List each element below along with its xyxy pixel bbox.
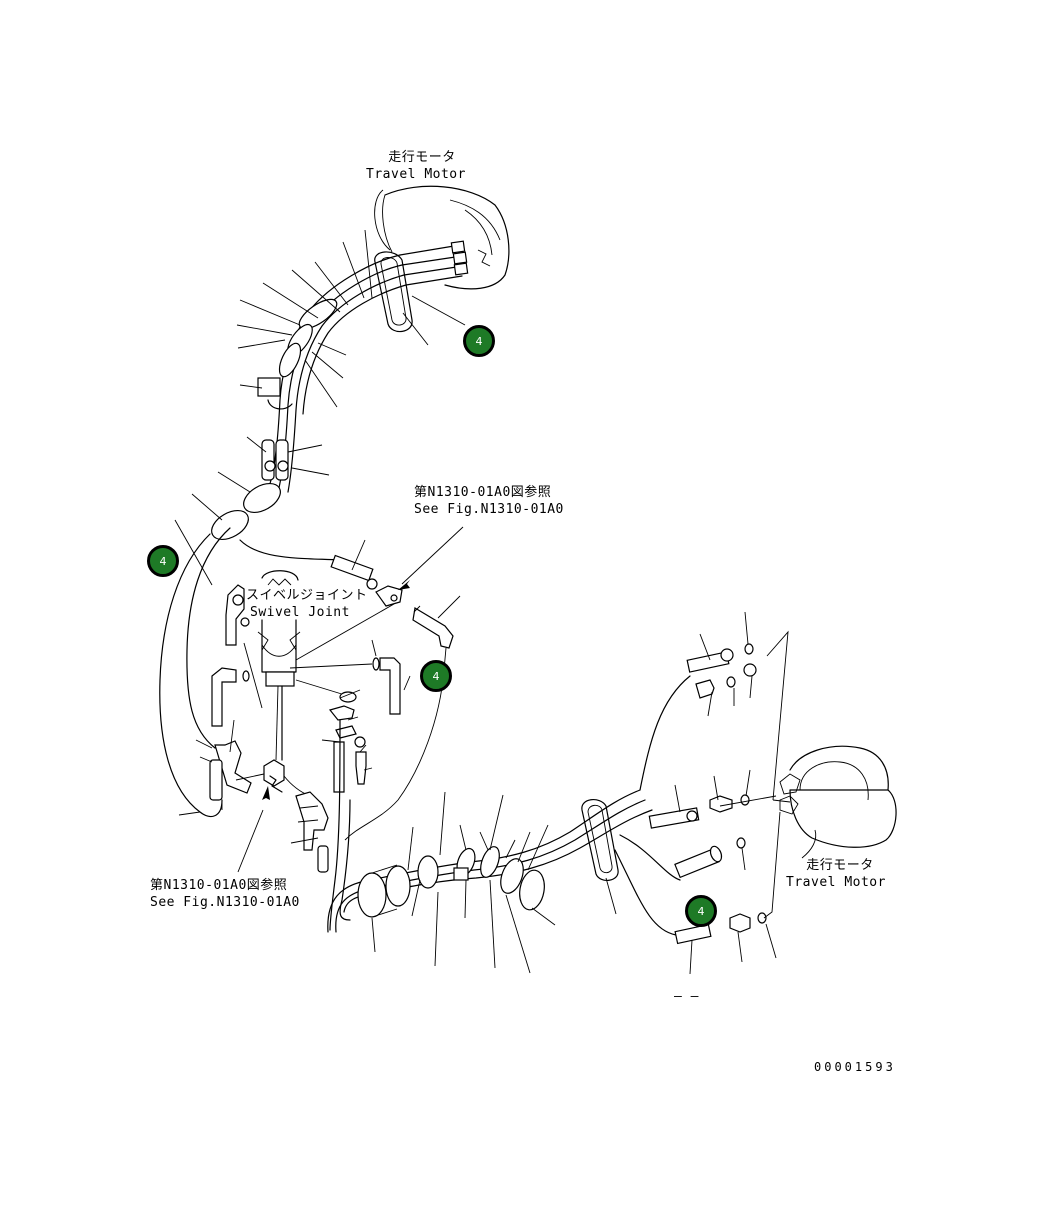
swivel-joint <box>257 570 301 687</box>
see-fig-bottom-label-jp: 第N1310-01A0図参照 <box>150 878 288 893</box>
see-fig-top-label-en: See Fig.N1310-01A0 <box>414 502 564 517</box>
travel-motor-upper <box>382 185 510 290</box>
dash-mark: – – <box>674 989 699 1004</box>
travel-motor-top-label-en: Travel Motor <box>366 167 466 182</box>
leader-lines-lower <box>371 611 777 975</box>
callout-badge: 4 <box>420 660 452 692</box>
see-fig-bottom-label-en: See Fig.N1310-01A0 <box>150 895 300 910</box>
callout-badge: 4 <box>463 325 495 357</box>
travel-motor-right-label-jp: 走行モータ <box>806 858 874 873</box>
swivel-piping <box>159 527 454 931</box>
travel-motor-right <box>779 745 897 848</box>
swivel-joint-label-jp: スイベルジョイント <box>246 588 368 603</box>
callout-badge: 4 <box>685 895 717 927</box>
callout-badge: 4 <box>147 545 179 577</box>
drawing-number: 00001593 <box>814 1060 896 1074</box>
leader-travel-motor-top <box>374 189 391 251</box>
swivel-joint-label-en: Swivel Joint <box>250 605 350 620</box>
hose-clamp-upper <box>374 251 413 333</box>
leader-lines-swivel <box>178 526 464 873</box>
travel-motor-top-label-jp: 走行モータ <box>388 150 456 165</box>
hose-bundle-lower <box>327 675 691 936</box>
see-fig-top-label-jp: 第N1310-01A0図参照 <box>414 485 552 500</box>
leader-travel-motor-right <box>801 829 817 859</box>
arrow-see-fig-bottom <box>262 786 270 800</box>
hose-bundle-upper <box>211 254 407 541</box>
arrow-see-fig-top <box>398 580 410 590</box>
leader-lines-upper <box>174 229 466 586</box>
fittings-right <box>648 630 791 945</box>
travel-motor-right-label-en: Travel Motor <box>786 875 886 890</box>
